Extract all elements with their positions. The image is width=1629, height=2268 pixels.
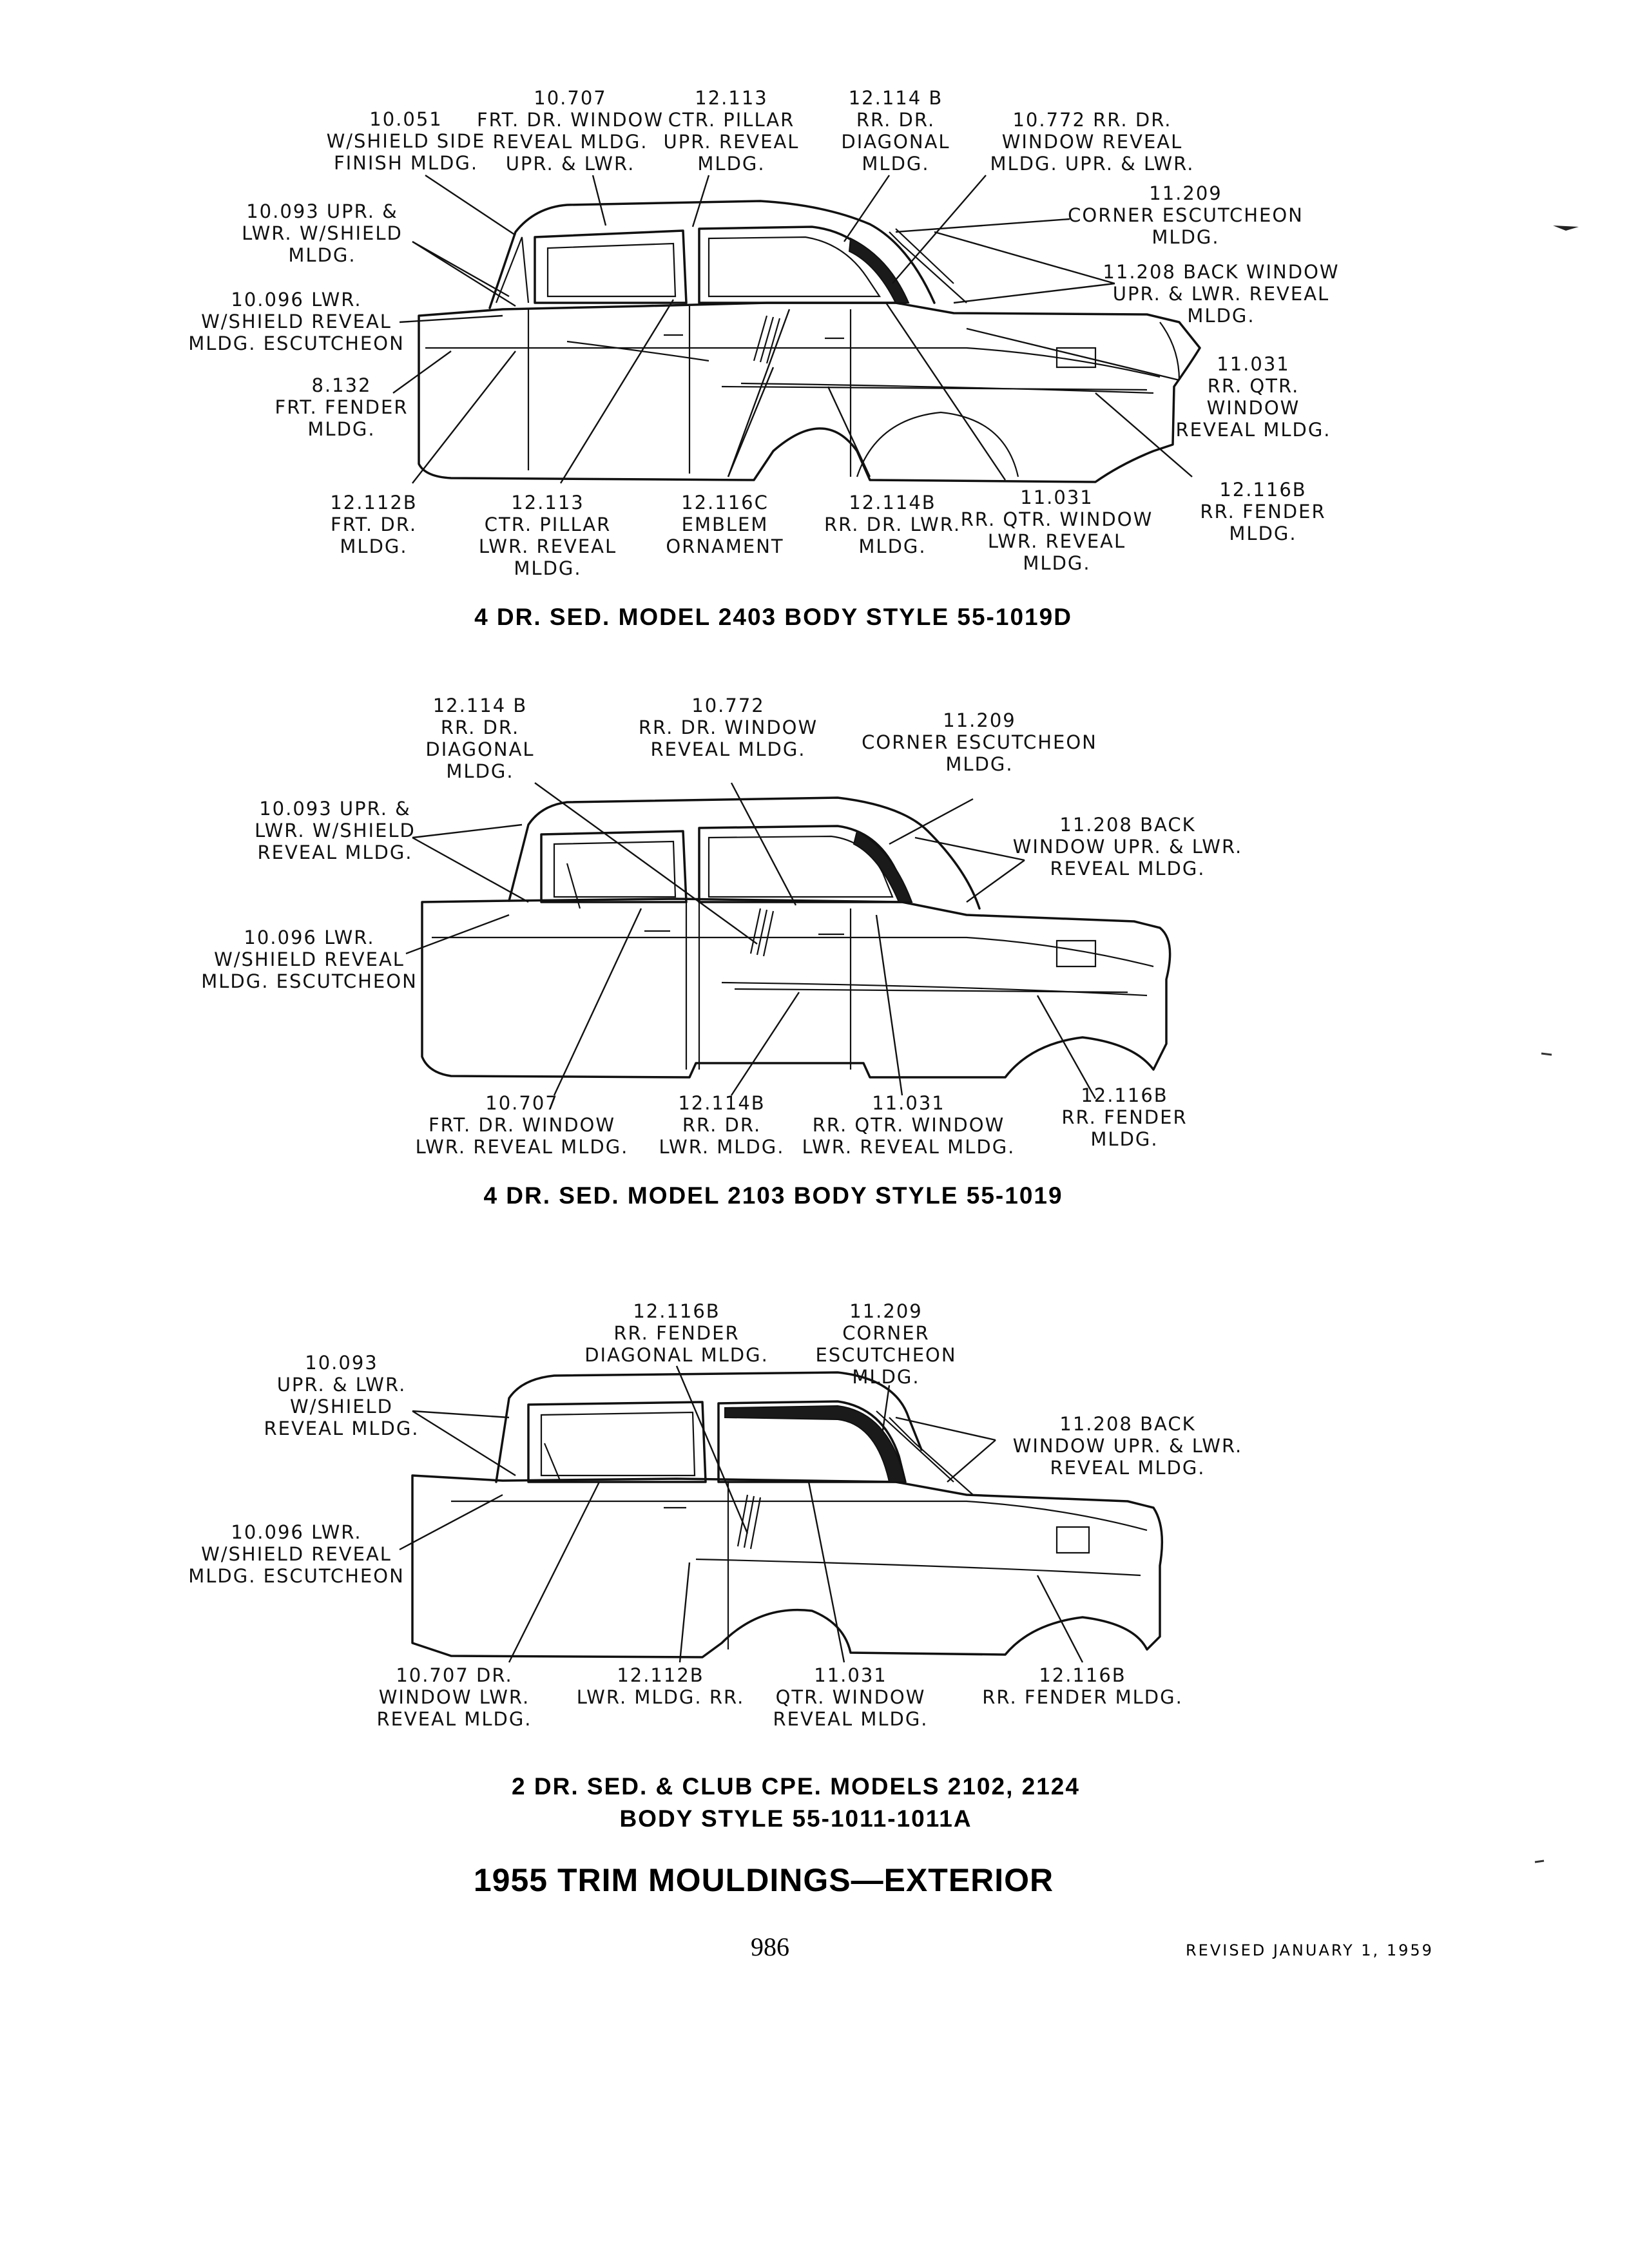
- diagram-3-caption: 2 DR. SED. & CLUB CPE. MODELS 2102, 2124…: [512, 1773, 1080, 1832]
- car-drawing-3: [411, 1371, 1164, 1658]
- page-title: 1955 TRIM MOULDINGS—EXTERIOR: [474, 1862, 1054, 1898]
- revised-date: REVISED JANUARY 1, 1959: [1186, 1941, 1434, 1959]
- leader-lines-3: [399, 1365, 1084, 1663]
- scan-marks: [1534, 226, 1579, 1863]
- car-drawing-2: [421, 796, 1171, 1079]
- callout-3-6: 10.707 DR.WINDOW LWR.REVEAL MLDG.: [376, 1664, 532, 1730]
- page-number: 986: [751, 1932, 789, 1961]
- diagram-2-caption: 4 DR. SED. MODEL 2103 BODY STYLE 55-1019: [483, 1182, 1063, 1209]
- car-drawing-1: [418, 200, 1201, 483]
- leader-lines-1: [392, 175, 1193, 484]
- diagram-1-caption: 4 DR. SED. MODEL 2403 BODY STYLE 55-1019…: [474, 604, 1072, 630]
- leader-lines-2: [405, 782, 1097, 1099]
